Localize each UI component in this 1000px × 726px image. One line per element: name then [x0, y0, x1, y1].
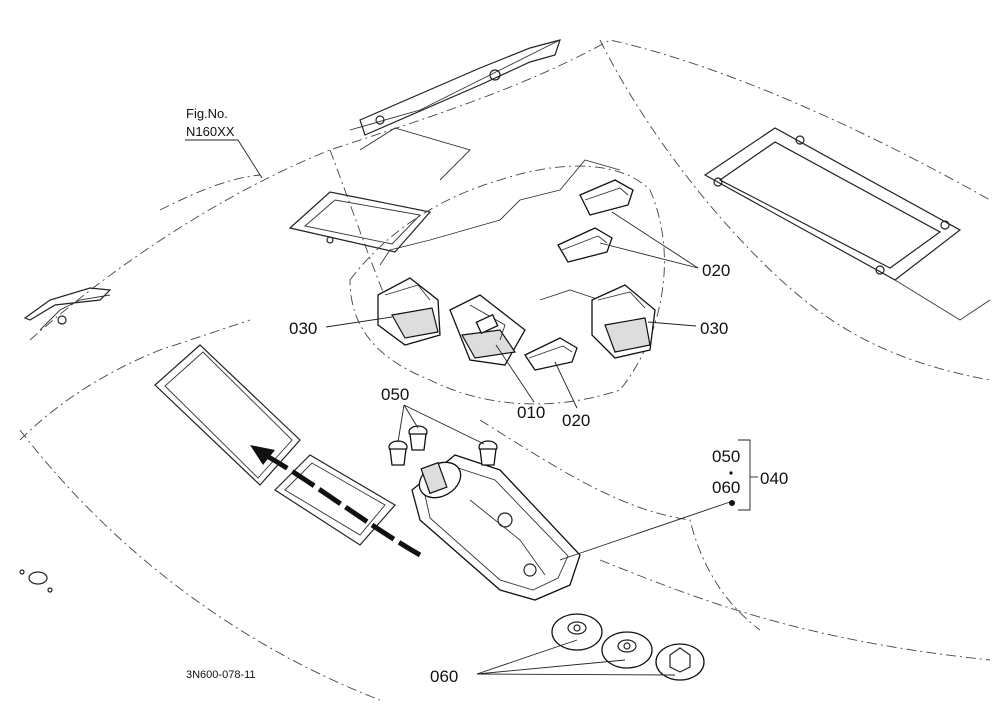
clip-3	[478, 440, 498, 466]
clip-1	[408, 425, 428, 451]
separator-dot	[729, 471, 733, 475]
callout-050-top: 050	[381, 385, 409, 404]
rotation-arrow	[250, 445, 422, 558]
callout-030-left: 030	[289, 319, 317, 338]
panel-outline	[19, 39, 991, 701]
callout-040: 040	[760, 469, 788, 488]
part-030-switch-right	[591, 284, 656, 359]
part-020-plug-upper	[557, 179, 634, 263]
callout-030-right: 030	[700, 319, 728, 338]
fig-number: N160XX	[186, 124, 235, 139]
leader-lines	[185, 139, 758, 676]
slot-opening	[274, 454, 396, 546]
window-opening-left	[154, 344, 301, 486]
switch-cluster-region	[349, 159, 665, 405]
recessed-panel-right	[703, 127, 991, 321]
grommet-1	[551, 613, 603, 651]
part-020-plug-lower	[524, 337, 578, 371]
part-060-grommets	[551, 613, 705, 681]
callout-020-upper: 020	[702, 261, 730, 280]
grommet-3	[655, 643, 705, 681]
part-030-switch-left	[377, 277, 441, 346]
reference-dot	[729, 500, 735, 506]
cover-plate-upper	[288, 127, 471, 253]
grommet-2	[601, 631, 653, 669]
part-040-housing	[411, 454, 581, 601]
callout-020-lower: 020	[562, 411, 590, 430]
mounting-flange-top	[359, 39, 561, 136]
part-050-clips	[388, 425, 498, 466]
drawing-code: 3N600-078-11	[186, 669, 256, 681]
part-010-switch	[449, 294, 526, 366]
callout-010: 010	[517, 403, 545, 422]
callout-060-bottom: 060	[430, 667, 458, 686]
fig-label: Fig.No.	[186, 106, 228, 121]
fastener-symbol	[19, 569, 53, 593]
mounting-flange-left	[23, 287, 112, 325]
clip-2	[388, 440, 408, 466]
callout-060-group: 060	[712, 478, 740, 497]
callout-050-group: 050	[712, 447, 740, 466]
